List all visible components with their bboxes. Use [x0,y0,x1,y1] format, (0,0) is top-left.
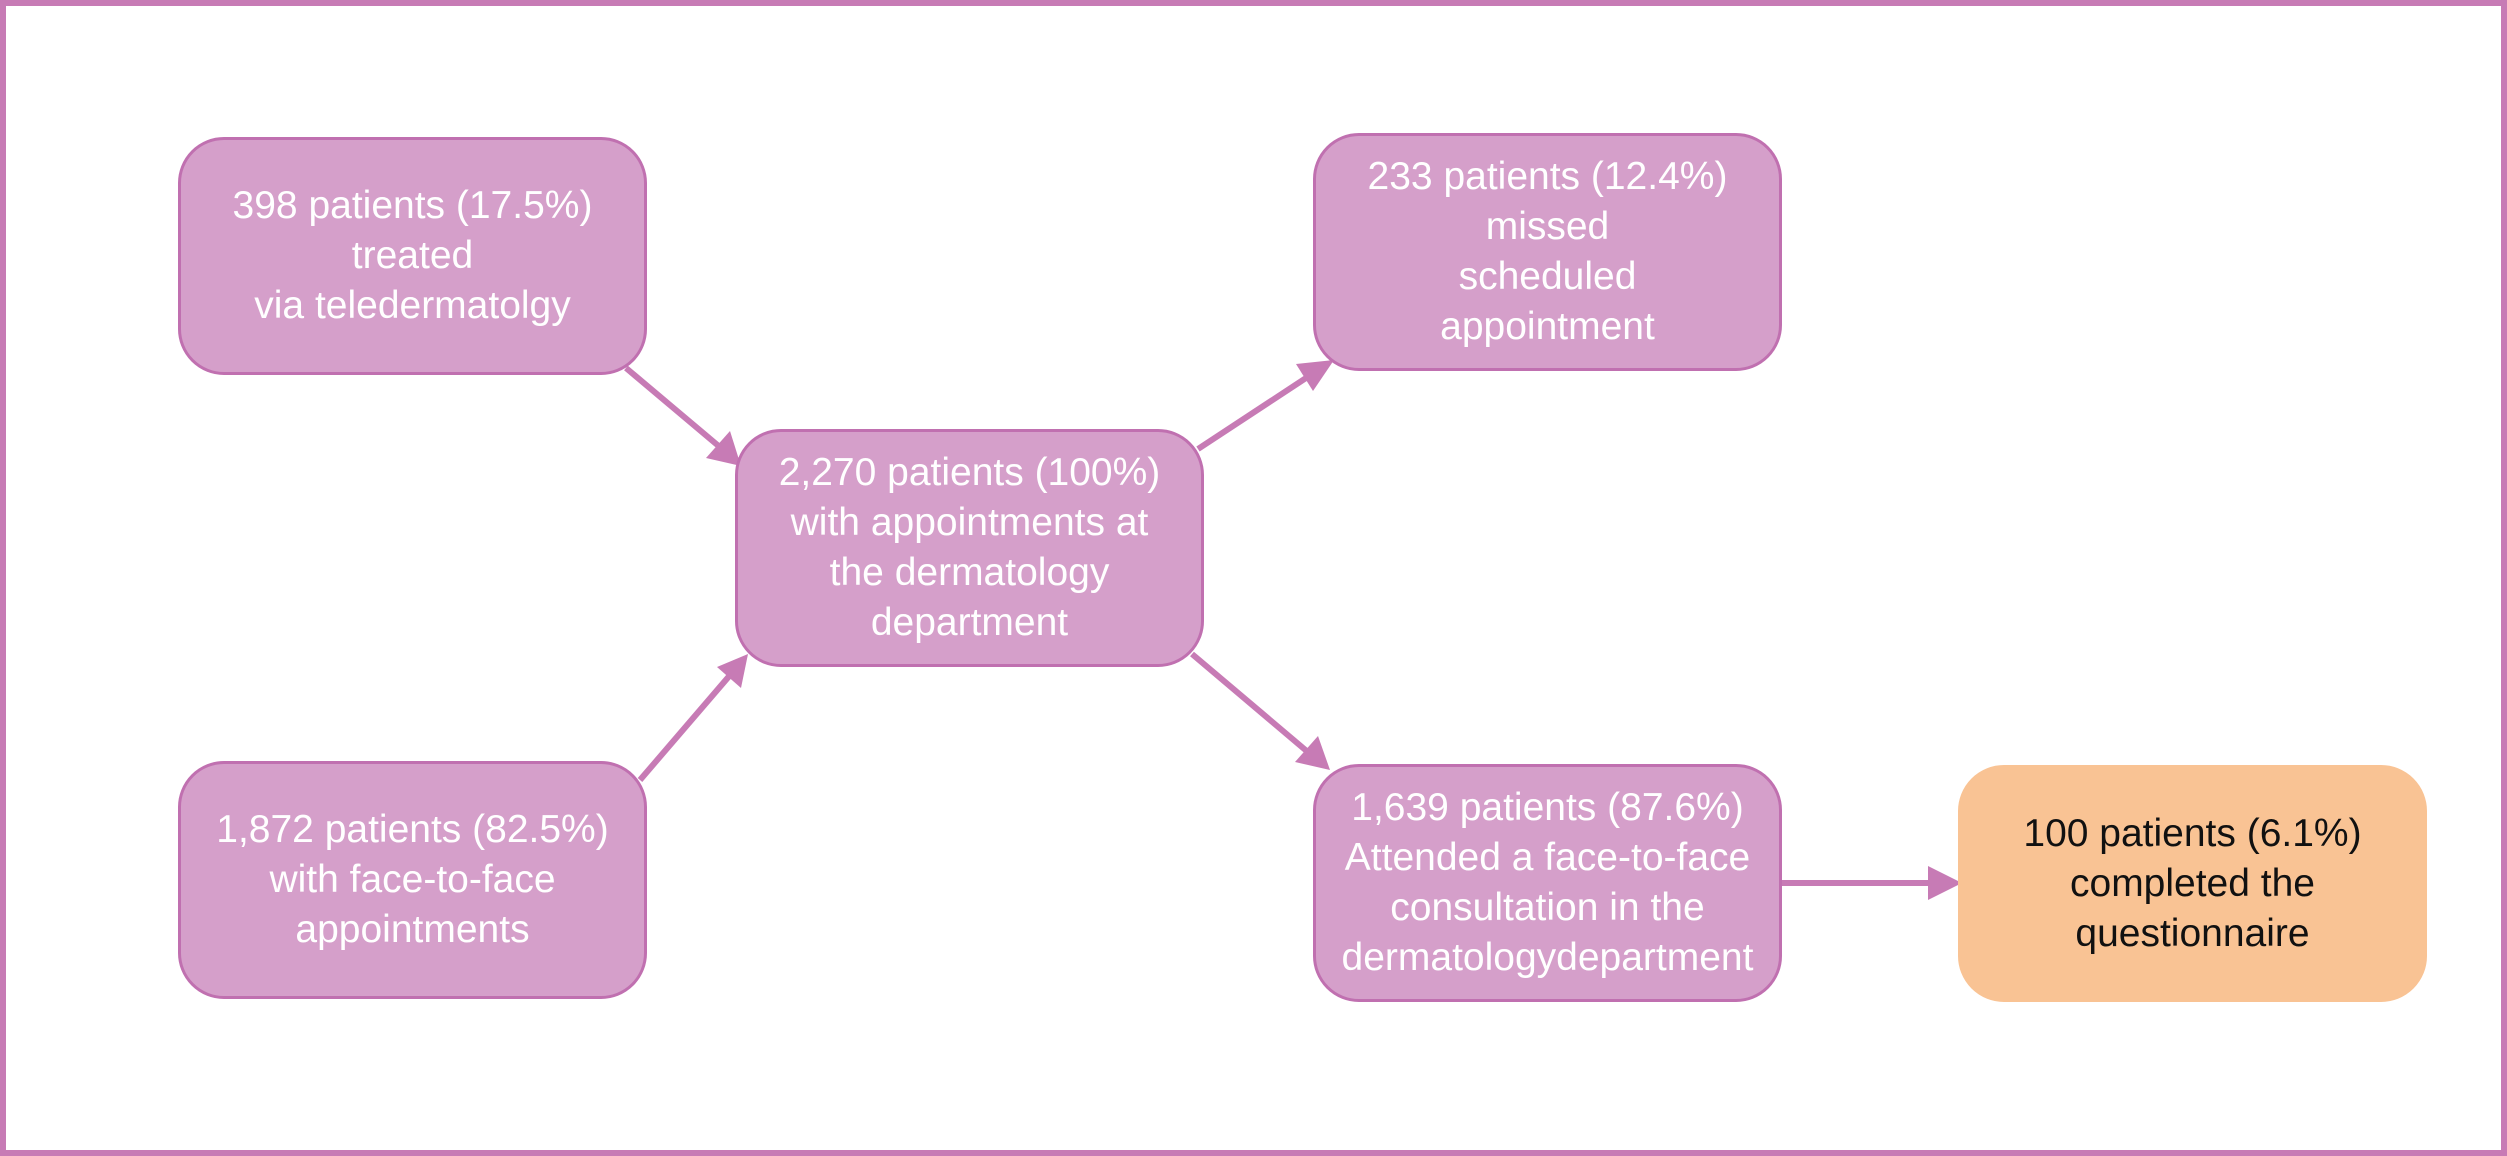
arrow-f2f-to-total [637,672,734,782]
node-missed-line-1: 233 patients (12.4%) [1367,155,1728,198]
node-attended-line-4: dermatologydepartment [1341,936,1754,979]
node-telederm-line-1: 398 patients (17.5%) [232,184,593,227]
arrowhead-telederm-to-total [706,431,741,466]
node-total-line-3: the dermatology [829,551,1110,594]
node-total-line-2: with appointments at [790,501,1149,544]
node-missed-line-2: missed [1485,205,1610,248]
node-question-line-2: completed the [2070,861,2315,905]
node-total-line-4: department [870,601,1069,644]
node-total-line-1: 2,270 patients (100%) [778,451,1161,494]
arrow-telederm-to-total [624,365,723,451]
arrowhead-attended-to-questionnaire [1928,866,1962,900]
arrow-total-to-attended [1190,651,1311,756]
node-f2f-line-1: 1,872 patients (82.5%) [216,808,609,851]
node-teledermatology: 398 patients (17.5%) treated via teleder… [178,137,647,375]
node-face-to-face: 1,872 patients (82.5%) with face-to-face… [178,761,647,999]
node-missed-line-4: appointment [1440,305,1655,348]
node-attended-line-1: 1,639 patients (87.6%) [1351,786,1744,829]
node-question-line-1: 100 patients (6.1%) [2023,811,2362,855]
node-telederm-line-3: via teledermatolgy [254,284,571,327]
node-total-appointments: 2,270 patients (100%) with appointments … [735,429,1204,667]
arrowhead-f2f-to-total [717,654,748,688]
arrows-layer [624,360,1962,900]
node-question-line-3: questionnaire [2075,911,2310,955]
arrow-total-to-missed [1196,375,1308,452]
node-attended-line-2: Attended a face-to-face [1344,836,1751,879]
node-f2f-line-2: with face-to-face [269,858,556,901]
arrowhead-total-to-missed [1296,360,1334,391]
arrowhead-total-to-attended [1295,736,1330,770]
node-completed-questionnaire: 100 patients (6.1%) completed the questi… [1958,765,2427,1002]
node-missed-appointment: 233 patients (12.4%) missed scheduled ap… [1313,133,1782,371]
node-telederm-line-2: treated [351,234,474,277]
node-attended-line-3: consultation in the [1390,886,1705,929]
node-missed-line-3: scheduled [1458,255,1637,298]
node-f2f-line-3: appointments [295,908,530,951]
node-attended-consultation: 1,639 patients (87.6%) Attended a face-t… [1313,764,1782,1002]
